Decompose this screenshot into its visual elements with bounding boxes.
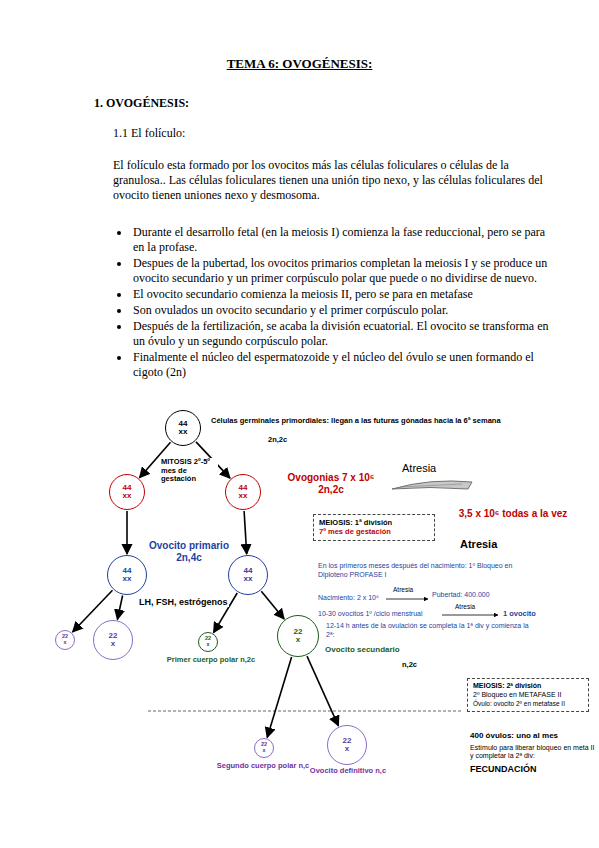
page-title: TEMA 6: OVOGÉNESIS: — [0, 56, 599, 72]
atresia-arrow — [386, 599, 428, 600]
diagram-label: n,2c — [402, 661, 417, 670]
dashed-note-box: MEIOSIS: 1ª división7º mes de gestación — [313, 514, 435, 541]
cell-label: 22 x — [292, 628, 305, 645]
cell-circle: 22 x — [93, 620, 133, 660]
cell-circle: 44 xx — [165, 410, 201, 446]
cell-circle: 22 x — [254, 738, 274, 758]
cell-label: 22 x — [61, 634, 70, 646]
cell-label: 22 x — [204, 636, 213, 648]
dashed-note-box: MEIOSIS: 2ª división2º Bloqueo en METAFA… — [467, 678, 589, 712]
diagram-label: Atresia — [393, 586, 413, 593]
box-text: MEIOSIS: 1ª división — [319, 518, 429, 527]
diagram-label: Pubertad: 400.000 — [432, 591, 490, 599]
cell-circle: 44 xx — [228, 555, 268, 595]
lineage-arrow — [244, 511, 247, 554]
section-heading: 1. OVOGÉNESIS: — [94, 97, 394, 111]
lineage-arrow — [307, 656, 338, 726]
paragraph: El folículo esta formado por los ovocito… — [113, 158, 543, 203]
cell-label: 44 xx — [177, 420, 190, 437]
diagram-label: Segundo cuerpo polar n,c — [213, 762, 313, 771]
lineage-arrow — [117, 596, 122, 620]
diagram-label: Primer cuerpo polar n,2c — [165, 656, 257, 665]
box-text: MEIOSIS: 2ª división — [473, 682, 583, 691]
diagram-label: Células germinales primordiales: llegan … — [211, 417, 501, 426]
diagram-label: FECUNDACIÓN — [470, 764, 537, 774]
cell-label: 44 xx — [121, 484, 134, 501]
cell-label: 22 x — [341, 737, 354, 754]
atresia-feather — [392, 481, 472, 489]
lineage-arrow — [267, 657, 291, 737]
diagram-label: Atresia — [402, 462, 462, 475]
cell-label: 44 xx — [121, 567, 134, 584]
diagram-label: 1 ovocito — [503, 610, 536, 619]
box-text: Óvulo: ovocito 2º en metafase II — [473, 700, 583, 708]
feather-vein — [400, 484, 462, 487]
box-text: 7º mes de gestación — [319, 527, 429, 536]
cell-label: 22 x — [260, 742, 269, 754]
cell-circle: 22 x — [55, 630, 75, 650]
subsection-heading: 1.1 El folículo: — [113, 127, 413, 141]
cell-circle: 22 x — [198, 632, 218, 652]
diagram-label: Ovocito definitivo n,c — [303, 767, 393, 776]
cell-circle: 44 xx — [109, 474, 145, 510]
diagram-label: Ovogonias 7 x 10⁶ 2n,2c — [276, 472, 386, 495]
cell-circle: 22 x — [277, 615, 319, 657]
lineage-arrow — [126, 511, 128, 554]
diagram-label: 400 óvulos: uno al mes — [470, 731, 558, 740]
bullet-item: Finalmente el núcleo del espermatozoide … — [133, 350, 553, 380]
cell-label: 22 x — [107, 632, 120, 649]
cell-circle: 44 xx — [107, 555, 147, 595]
bullet-item: Son ovulados un ovocito secundario y el … — [133, 303, 553, 318]
bullet-item: El ovocito secundario comienza la meiosi… — [133, 287, 553, 302]
bullet-dot — [117, 325, 121, 329]
diagram-label: En los primeros meses después del nacimi… — [318, 562, 518, 580]
box-text: 2º Bloqueo en METAFASE II — [473, 691, 583, 700]
atresia-arrow — [442, 615, 498, 616]
diagram-label: Ovocito primario 2n,4c — [140, 540, 238, 563]
cell-label: 44 xx — [242, 567, 255, 584]
diagram-label: Ovocito secundario — [325, 645, 400, 654]
diagram-label: 12-14 h antes de la ovulación se complet… — [326, 622, 531, 640]
lineage-arrow — [261, 591, 284, 619]
diagram-label: 3,5 x 10⁶ todas a la vez — [458, 508, 568, 520]
diagram-label: LH, FSH, estrógenos — [138, 597, 229, 607]
dashed-divider — [148, 711, 462, 712]
cell-circle: 22 x — [327, 725, 367, 765]
diagram-label: MITOSIS 2º-5º mes de gestación — [160, 458, 218, 484]
bullet-dot — [117, 231, 121, 235]
bullet-item: Despues de la pubertad, los ovocitos pri… — [133, 256, 553, 286]
bullet-dot — [117, 309, 121, 313]
bullet-dot — [117, 262, 121, 266]
diagram-label: 2n,2c — [268, 436, 308, 445]
diagram-label: Nacimiento: 2 x 10⁶ — [318, 594, 379, 602]
cell-label: 44 xx — [237, 484, 250, 501]
diagram-label: Atresia — [460, 538, 520, 551]
cell-circle: 44 xx — [225, 474, 261, 510]
bullet-item: Después de la fertilización, se acaba la… — [133, 319, 553, 349]
bullet-dot — [117, 356, 121, 360]
bullet-dot — [117, 293, 121, 297]
diagram-label: Atresia — [455, 603, 475, 610]
bullet-item: Durante el desarrollo fetal (en la meios… — [133, 225, 553, 255]
diagram-label: 10-30 ovocitos 1º /ciclo menstrual — [318, 610, 423, 618]
diagram-label: Estímulo para liberar bloqueo en meta II… — [470, 744, 595, 761]
